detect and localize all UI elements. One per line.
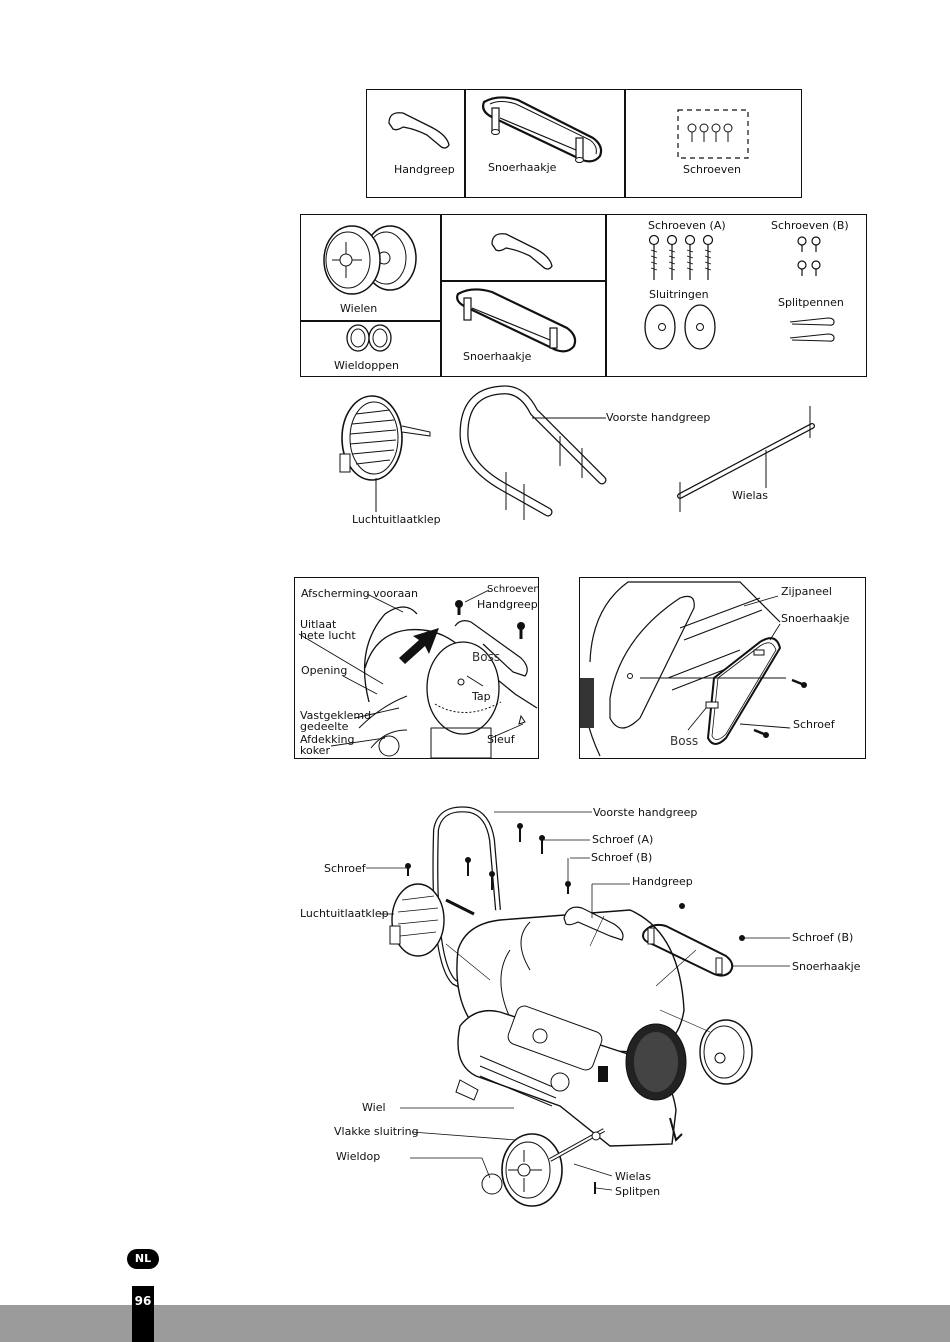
asm-wiel-label: Wiel [362,1101,386,1114]
luchtuitlaatklep-label: Luchtuitlaatklep [352,513,441,526]
asm-schroef-a-label: Schroef (A) [592,833,654,846]
wheel-axle-illustration [677,406,815,512]
cord-hook-illustration [456,288,577,353]
sleuf-label: Sleuf [487,733,515,746]
boss-label-right: Boss [670,734,699,748]
uitlaat-label: Uitlaat hete lucht [300,618,356,642]
heater-assembly-illustration [366,806,790,1207]
asm-splitpen-label: Splitpen [615,1185,661,1198]
asm-vlakke-sluitring-label: Vlakke sluitring [334,1125,419,1138]
afscherming-label: Afscherming vooraan [301,587,419,600]
afdekking-label: Afdekking koker [300,733,355,757]
front-shield-illustration [298,589,538,759]
asm-luchtuitlaatklep-label: Luchtuitlaatklep [300,907,389,920]
tap-label: Tap [472,690,491,703]
handle-illustration [491,233,553,270]
long-screws-illustration [648,234,714,280]
washers-illustration [644,304,716,350]
diagram-front-shield [294,577,539,759]
parts-box-1 [366,89,802,198]
parts-box-1-divider [624,89,626,198]
boss-label-left: Boss [472,650,501,664]
wheels-illustration [323,225,417,295]
parts-box-2-divider [605,214,607,377]
wielen-label: Wielen [340,302,378,315]
asm-schroef-b2-label: Schroef (B) [792,931,854,944]
handgreep-label-diagram: Handgreep [477,598,538,611]
parts-box-2-divider [440,214,442,377]
parts-box-2-divider [300,320,441,322]
language-badge: NL [127,1249,159,1269]
handle-illustration [388,112,450,149]
side-panel-illustration [580,581,807,757]
asm-voorste-handgreep-label: Voorste handgreep [593,806,698,819]
page-number: 96 [134,1294,152,1308]
schroef-label-diagram: Schroef [793,718,835,731]
voorste-handgreep-label: Voorste handgreep [606,411,711,424]
front-handle-illustration [459,385,607,520]
asm-schroef-b-label: Schroef (B) [591,851,653,864]
asm-handgreep-label: Handgreep [632,875,693,888]
cotter-pins-illustration [789,317,835,342]
air-outlet-flap-leader [375,478,377,512]
snoerhaakje-label-diagram: Snoerhaakje [781,612,850,625]
short-screws-illustration [797,236,821,276]
zijpaneel-label: Zijpaneel [781,585,832,598]
page-number-tab [132,1286,154,1342]
schroeven-a-label: Schroeven (A) [648,219,726,232]
parts-box-2-divider [440,280,606,282]
parts-box-2 [300,214,867,377]
parts-box-1-divider [464,89,466,198]
schroeven-label-diagram: Schroeven [487,584,540,595]
snoerhaakje-label: Snoerhaakje [488,161,557,174]
asm-snoerhaakje-label: Snoerhaakje [792,960,861,973]
snoerhaakje-label-2: Snoerhaakje [463,350,532,363]
asm-wielas-label: Wielas [615,1170,651,1183]
air-outlet-flap-illustration [339,395,431,481]
footer-bar [0,1305,950,1342]
splitpennen-label: Splitpennen [778,296,844,309]
screws-illustration [677,109,749,159]
sluitringen-label: Sluitringen [649,288,709,301]
cord-hook-illustration [482,96,603,163]
front-handle-leader [532,417,606,419]
asm-wieldop-label: Wieldop [336,1150,381,1163]
handgreep-label: Handgreep [394,163,455,176]
asm-schroef-label: Schroef [324,862,366,875]
schroeven-label: Schroeven [683,163,742,176]
wieldoppen-label: Wieldoppen [334,359,399,372]
schroeven-b-label: Schroeven (B) [771,219,849,232]
wheel-caps-illustration [346,324,392,352]
wielas-label: Wielas [732,489,768,502]
diagram-side-panel [579,577,866,759]
vastgeklemd-label: Vastgeklemd gedeelte [300,709,372,733]
opening-label: Opening [301,664,348,677]
